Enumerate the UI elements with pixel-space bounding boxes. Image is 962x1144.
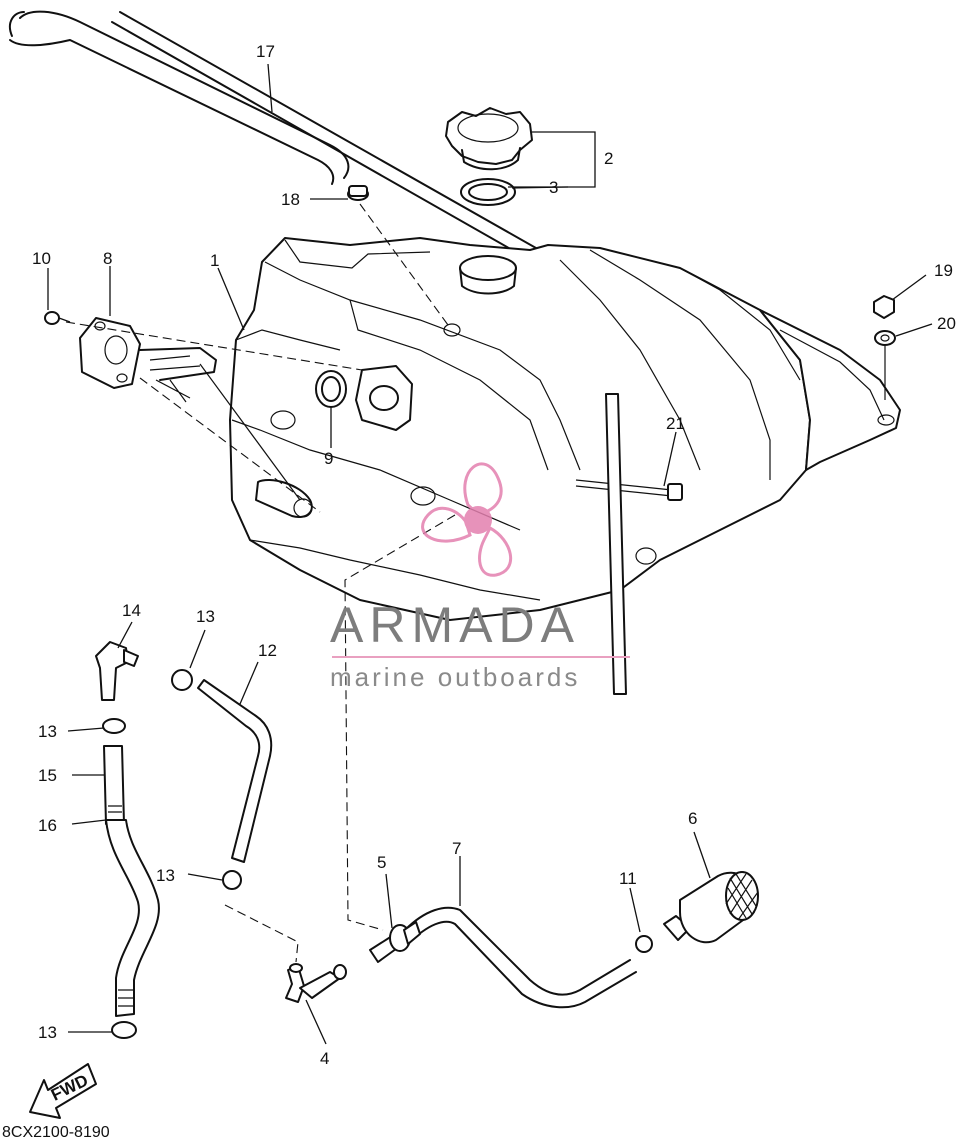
label-part-12: 12 bbox=[258, 641, 277, 660]
hose-12 bbox=[197, 679, 273, 863]
grommet-9 bbox=[315, 370, 347, 408]
hose-protector-16 bbox=[105, 805, 160, 1017]
clamp-13-a bbox=[171, 669, 193, 691]
vertical-vent-hose bbox=[605, 393, 627, 695]
label-part-16: 16 bbox=[38, 816, 57, 835]
label-part-4: 4 bbox=[320, 1049, 329, 1068]
label-part-19: 19 bbox=[934, 261, 953, 280]
strap-21 bbox=[575, 479, 683, 501]
label-part-13-c: 13 bbox=[156, 866, 175, 885]
fuel-cap-2 bbox=[445, 107, 533, 171]
label-part-14: 14 bbox=[122, 601, 141, 620]
watermark-brand: ARMADA bbox=[330, 597, 580, 653]
screw-10 bbox=[44, 311, 71, 325]
clip-18 bbox=[347, 185, 369, 201]
clamp-13-b bbox=[102, 718, 126, 734]
label-part-15: 15 bbox=[38, 766, 57, 785]
label-part-13-d: 13 bbox=[38, 1023, 57, 1042]
watermark-tagline: marine outboards bbox=[330, 662, 581, 692]
diagram-code: 8CX2100-8190 bbox=[2, 1124, 110, 1141]
label-part-8: 8 bbox=[103, 249, 112, 268]
fuel-sender-8 bbox=[79, 317, 301, 501]
clamp-13-d bbox=[111, 1021, 137, 1039]
leader-lines bbox=[47, 63, 933, 1045]
label-part-11: 11 bbox=[619, 869, 637, 888]
clamp-11 bbox=[635, 935, 653, 953]
label-part-6: 6 bbox=[688, 809, 697, 828]
label-part-18: 18 bbox=[281, 190, 300, 209]
fuel-tank-1 bbox=[229, 237, 901, 621]
label-part-1: 1 bbox=[210, 251, 219, 270]
label-part-2: 2 bbox=[604, 149, 613, 168]
label-part-20: 20 bbox=[937, 314, 956, 333]
label-part-10: 10 bbox=[32, 249, 51, 268]
fuel-filter-6 bbox=[663, 871, 759, 944]
label-part-9: 9 bbox=[324, 449, 333, 468]
label-part-21: 21 bbox=[666, 414, 685, 433]
washer-20 bbox=[874, 330, 896, 400]
gasket-3 bbox=[460, 178, 516, 206]
label-part-7: 7 bbox=[452, 839, 461, 858]
elbow-4 bbox=[285, 963, 347, 1003]
label-part-13-a: 13 bbox=[196, 607, 215, 626]
fwd-arrow-icon: FWD bbox=[29, 1063, 97, 1119]
watermark-divider bbox=[332, 656, 630, 658]
clamp-13-c bbox=[222, 870, 242, 890]
armada-logo-mark bbox=[421, 462, 513, 577]
label-part-17: 17 bbox=[256, 42, 275, 61]
fuel-hose-7 bbox=[404, 906, 637, 1009]
elbow-14 bbox=[95, 641, 139, 701]
part-labels: 1 2 3 4 5 6 7 8 9 10 11 12 13 13 13 13 1… bbox=[32, 42, 956, 1068]
fitting-5 bbox=[369, 921, 421, 963]
label-part-3: 3 bbox=[549, 178, 558, 197]
nut-19 bbox=[873, 295, 895, 319]
connection-lines bbox=[65, 203, 456, 963]
label-part-13-b: 13 bbox=[38, 722, 57, 741]
label-part-5: 5 bbox=[377, 853, 386, 872]
